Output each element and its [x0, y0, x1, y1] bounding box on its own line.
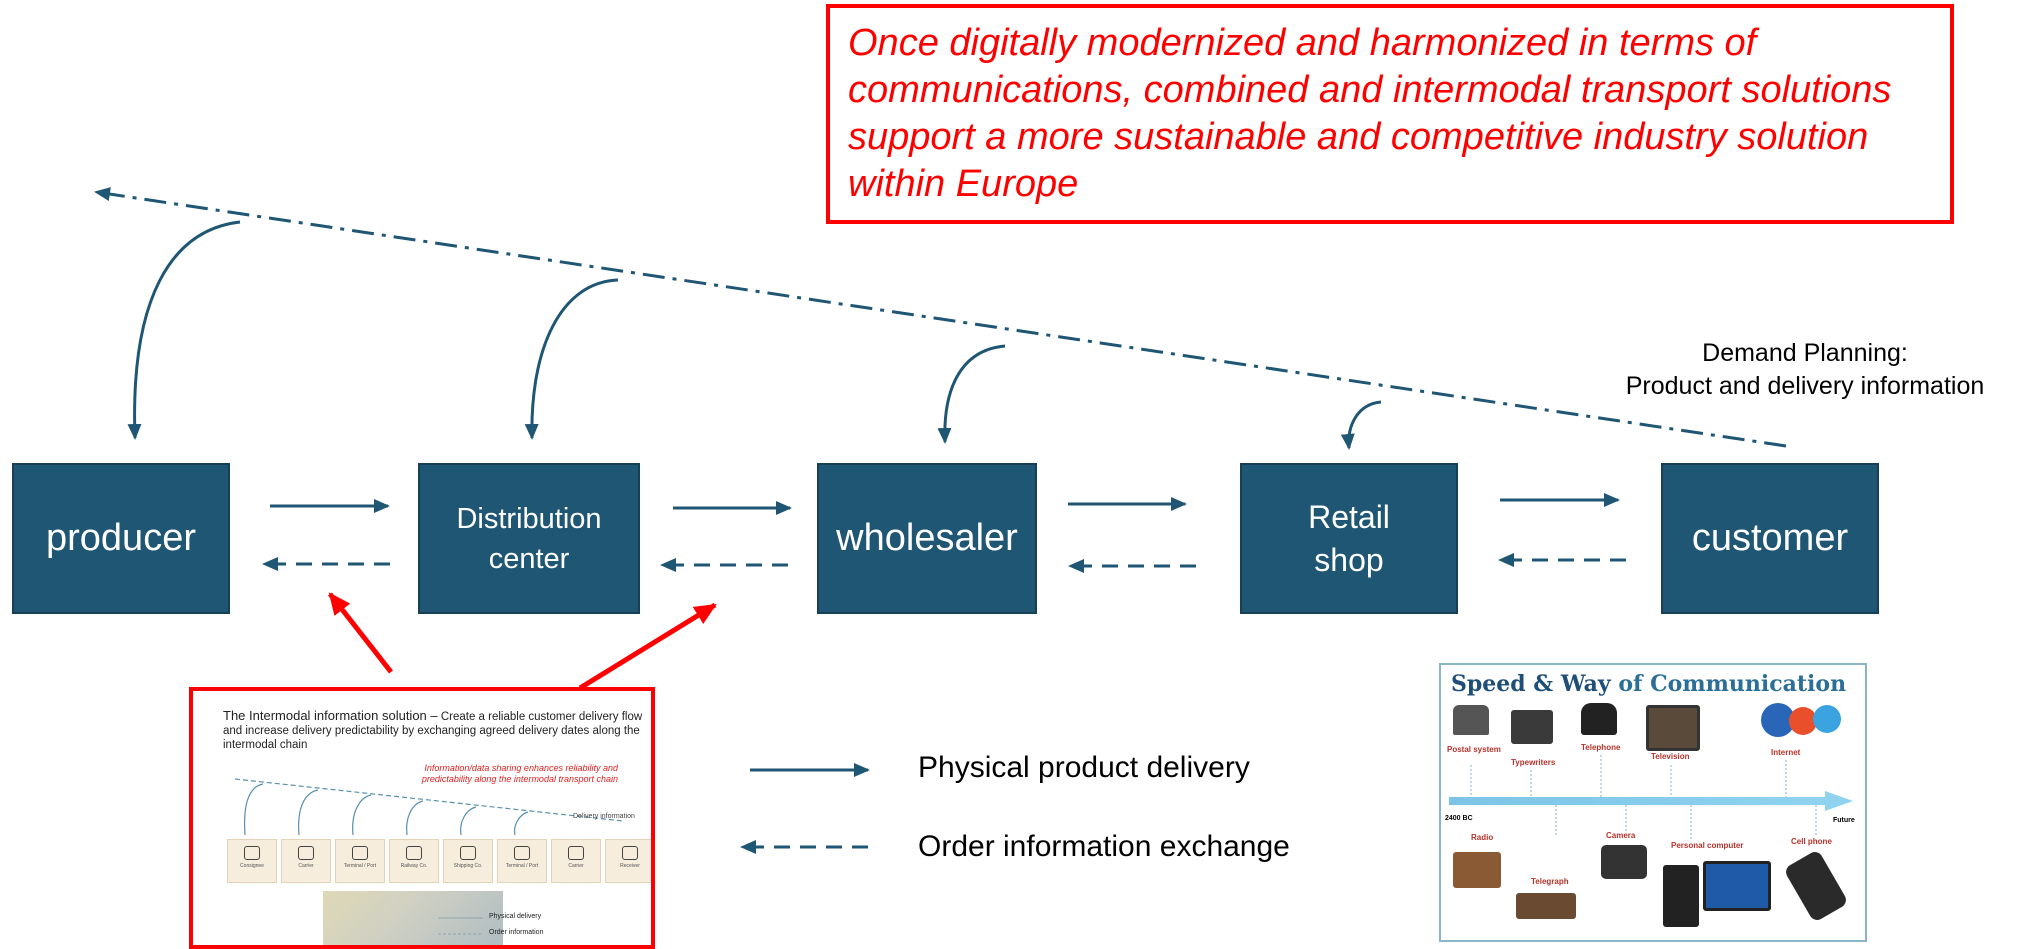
communication-timeline-thumbnail: Speed & Way of Communication Postal syst… — [1439, 663, 1867, 942]
timeline-title: Speed & Way of Communication — [1451, 671, 1846, 697]
label-typewriters: Typewriters — [1511, 758, 1556, 767]
label-telephone: Telephone — [1581, 743, 1621, 752]
thumbnail-port-photo — [323, 891, 503, 945]
ie-icon — [1813, 705, 1841, 733]
demand-planning-subtitle: Product and delivery information — [1625, 372, 1985, 400]
thumbnail-box-shipping: Shipping Co. — [443, 839, 493, 883]
pc-tower-icon — [1663, 865, 1699, 927]
node-distribution-line1: Distribution — [456, 502, 602, 535]
television-icon — [1646, 705, 1700, 751]
thumbnail-box-carrier-2: Carrier — [551, 839, 601, 883]
thumbnail-title: The Intermodal information solution – Cr… — [223, 709, 643, 752]
node-retail-line2: shop — [1314, 541, 1384, 578]
legend-physical-label: Physical product delivery — [918, 751, 1250, 784]
node-producer-label: producer — [46, 517, 196, 559]
label-personal-computer: Personal computer — [1671, 841, 1744, 850]
label-future: Future — [1833, 817, 1855, 824]
thumbnail-note: Information/data sharing enhances reliab… — [421, 763, 618, 784]
thumbnail-box-consignee: Consignee — [227, 839, 277, 883]
timeline-title-b: of Communication — [1618, 671, 1847, 697]
label-television: Television — [1651, 752, 1690, 761]
node-wholesaler: wholesaler — [817, 463, 1037, 614]
label-2400bc: 2400 BC — [1445, 815, 1473, 822]
thumbnail-legend-physical: Physical delivery — [489, 913, 542, 920]
sustainability-callout: Once digitally modernized and harmonized… — [826, 4, 1954, 224]
thumbnail-box-railway: Railway Co. — [389, 839, 439, 883]
red-arrow-to-wholesaler-side — [578, 602, 717, 691]
thumbnail-title-bold: The Intermodal information solution – — [223, 708, 438, 723]
curve-arrow-wholesaler — [937, 344, 1006, 444]
thumbnail-delivery-info: Delivery information — [573, 813, 635, 820]
label-camera: Camera — [1606, 831, 1636, 840]
thumbnail-legend-order: Order information — [489, 929, 544, 936]
node-distribution-center: Distribution center — [418, 463, 640, 614]
thumbnail-box-receiver: Receiver — [605, 839, 651, 883]
radio-icon — [1453, 852, 1501, 888]
monitor-icon — [1703, 861, 1771, 911]
demand-planning-title: Demand Planning: — [1702, 339, 1908, 367]
camera-icon — [1601, 845, 1647, 879]
node-retail-line1: Retail — [1308, 498, 1390, 535]
node-wholesaler-label: wholesaler — [836, 517, 1018, 559]
node-distribution-line2: center — [488, 542, 570, 575]
node-customer-label: customer — [1691, 517, 1849, 559]
timeline-graphic — [1449, 755, 1853, 840]
label-radio: Radio — [1471, 833, 1494, 842]
label-telegraph: Telegraph — [1531, 877, 1569, 886]
curve-arrow-retail — [1340, 400, 1382, 450]
typewriter-icon — [1511, 710, 1553, 744]
telegraph-icon — [1516, 893, 1576, 919]
thumbnail-box-terminal-port: Terminal / Port — [335, 839, 385, 883]
node-retail-shop: Retail shop — [1240, 463, 1458, 614]
postal-box-icon — [1453, 705, 1489, 735]
node-customer: customer — [1661, 463, 1879, 614]
label-cell-phone: Cell phone — [1791, 837, 1832, 846]
label-postal-system: Postal system — [1447, 745, 1501, 754]
firefox-icon — [1789, 707, 1817, 735]
thumbnail-title-rest: Create a reliable customer delivery flow… — [223, 711, 643, 751]
thumbnail-box-carrier: Carrier — [281, 839, 331, 883]
thumbnail-box-terminal-port-2: Terminal / Port — [497, 839, 547, 883]
intermodal-solution-thumbnail: The Intermodal information solution – Cr… — [189, 687, 655, 949]
curve-arrow-distribution — [524, 278, 619, 440]
legend-order-label: Order information exchange — [918, 830, 1290, 863]
red-arrow-to-producer-side — [328, 592, 393, 674]
curve-arrow-producer — [127, 220, 241, 440]
telephone-icon — [1581, 703, 1617, 735]
label-internet: Internet — [1771, 748, 1801, 757]
demand-planning-label: Demand Planning: Product and delivery in… — [1585, 337, 2025, 403]
demand-planning-line — [94, 187, 1787, 448]
node-producer: producer — [12, 463, 230, 614]
timeline-title-a: Speed & Way — [1451, 671, 1611, 697]
